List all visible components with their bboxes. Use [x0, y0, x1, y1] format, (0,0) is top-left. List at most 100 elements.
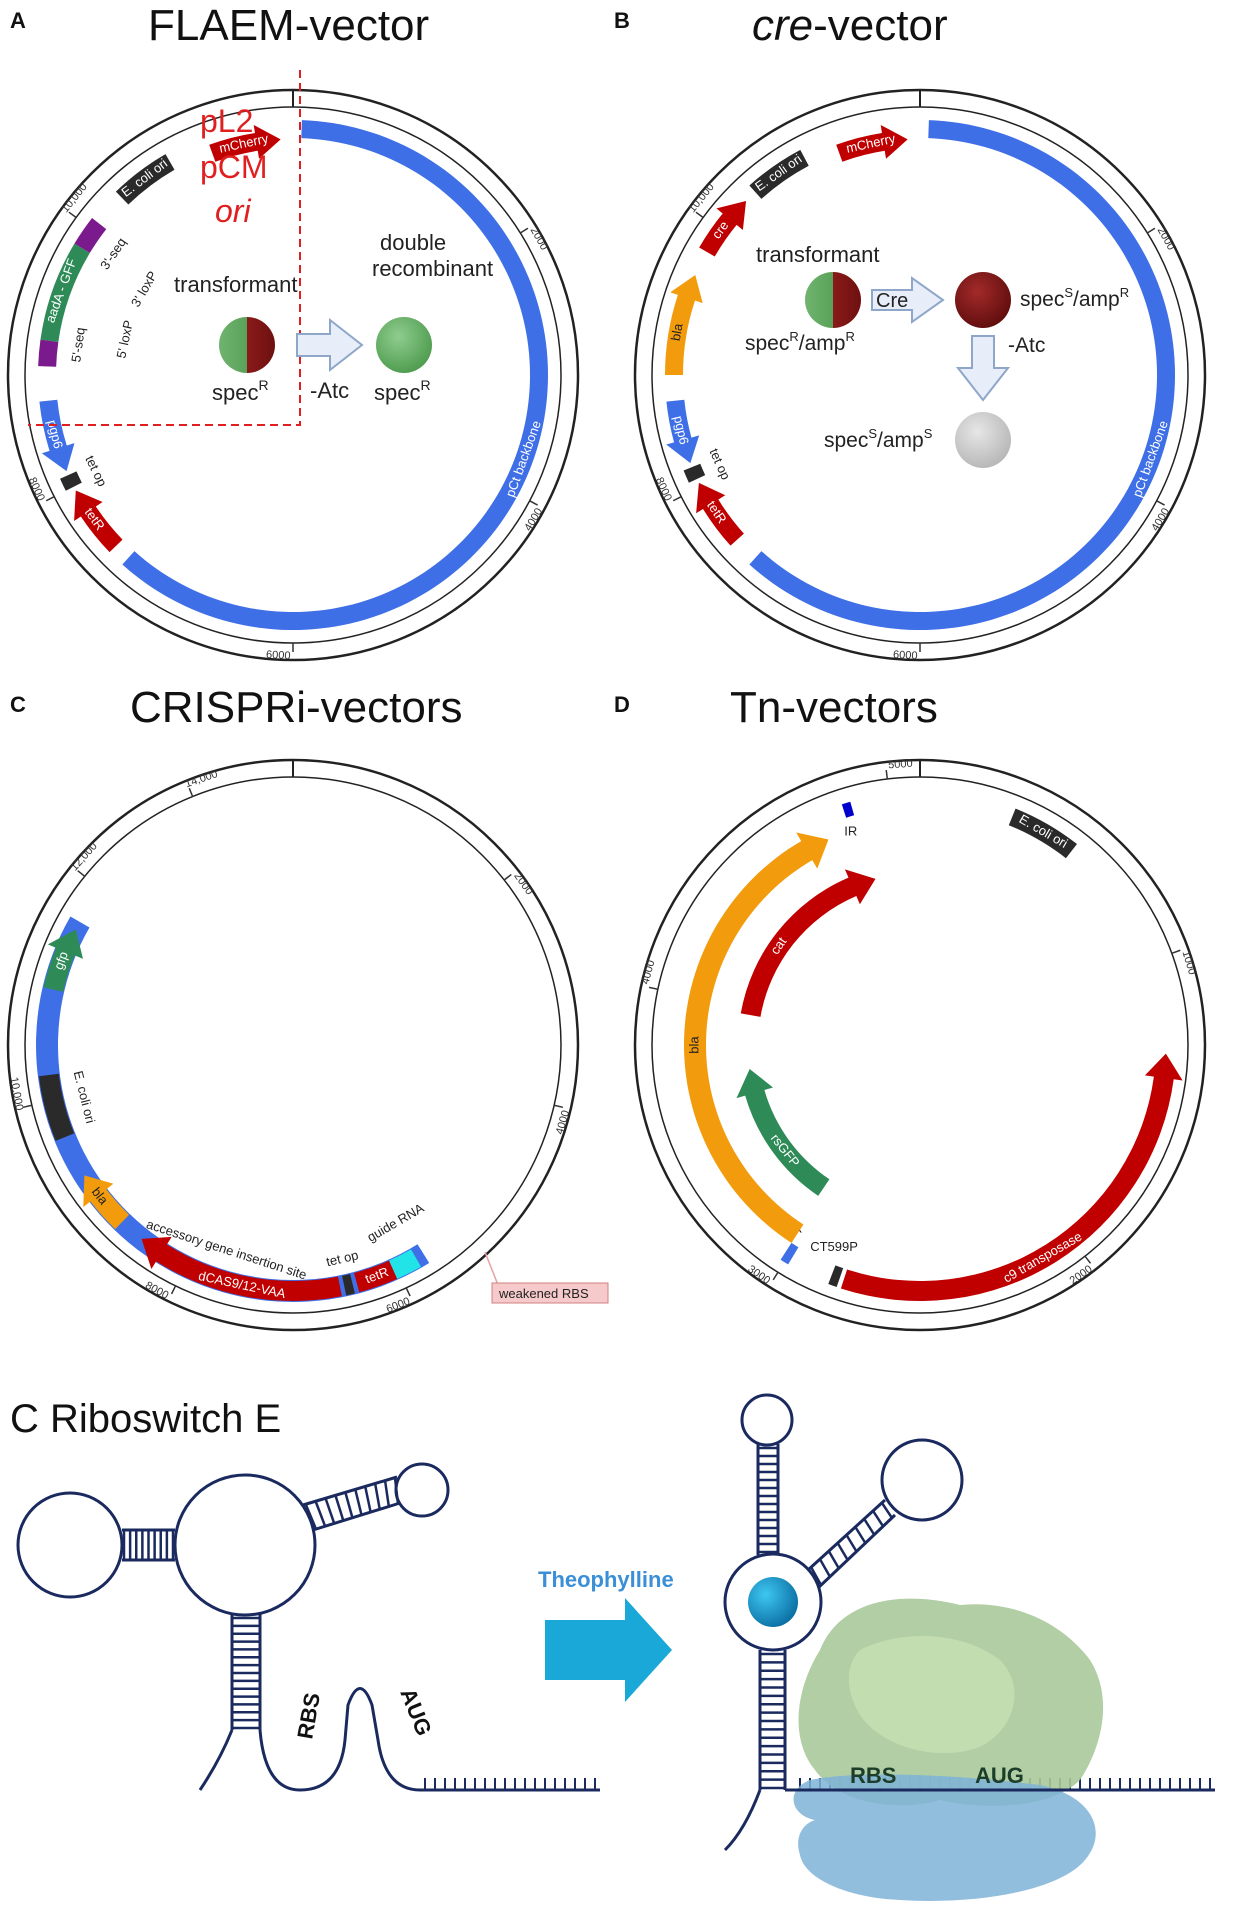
ribosome: [793, 1598, 1104, 1901]
b-tick-6000: 6000: [893, 649, 918, 662]
tetr-arc: [74, 490, 123, 553]
panel-c-letter: C: [10, 692, 26, 717]
right-loop: [880, 1438, 964, 1522]
d-tick-1000: 1000: [1179, 949, 1198, 976]
left-tail: [198, 1729, 234, 1791]
ecoli-ori-label: E. coli ori: [118, 156, 170, 200]
ribosome-highlight: [848, 1636, 1015, 1754]
ori-label-ori: ori: [215, 193, 251, 229]
tet-op-label: tet op: [707, 446, 734, 482]
pct-backbone-arc: [749, 120, 1176, 631]
bla-label: bla: [686, 1036, 701, 1054]
c-tick-12,000: 12,000: [68, 840, 99, 873]
left-loop: [16, 1491, 124, 1599]
pgp6-label: pgp6: [671, 414, 692, 446]
plasmid-inner-ring: [651, 776, 1189, 1314]
spec-left-label: specR: [212, 377, 269, 405]
right-stem-rung: [344, 1492, 354, 1519]
right-stem-upper: [302, 1475, 398, 1507]
recombinant-label: recombinant: [372, 256, 493, 281]
transformant-label: transformant: [756, 242, 880, 267]
tet-op-block: [683, 463, 706, 483]
c-tick-mark: [405, 1287, 411, 1297]
ori-label-pcm: pCM: [200, 149, 268, 185]
rbs-left-label: RBS: [292, 1691, 325, 1741]
a-tick-mark: [529, 500, 538, 506]
aptamer-loop: [723, 1552, 823, 1652]
d-tick-mark: [885, 769, 889, 780]
a-tick-8000: 8000: [26, 476, 47, 503]
mcherry-arc: [209, 124, 281, 162]
ribosome-small-subunit: [793, 1774, 1096, 1901]
panel-c-title: CRISPRi-vectors: [130, 683, 463, 732]
b-tick-2000: 2000: [1155, 225, 1177, 252]
b-tick-mark: [695, 211, 704, 219]
spec-right-label: specR: [374, 377, 431, 405]
transformant-label: transformant: [174, 272, 298, 297]
pct-backbone-label: pCt backbone: [378, 804, 455, 857]
right-stem-rung: [314, 1501, 327, 1527]
c-tick-2000: 2000: [511, 870, 535, 897]
aug-right-label: AUG: [975, 1763, 1024, 1788]
ori-region-dashed-box: [28, 70, 301, 426]
b-tick-mark: [1156, 500, 1165, 506]
aug-left-label: AUG: [395, 1685, 436, 1740]
b-tick-mark: [1146, 227, 1156, 234]
right-stem-rung: [324, 1498, 336, 1524]
d-tick-mark: [772, 1271, 779, 1281]
rbs-hairpin-strand: [258, 1687, 600, 1792]
gfp-label: gfp: [51, 949, 71, 971]
right-stem-rung: [393, 1477, 400, 1505]
right-stem-rung: [854, 1526, 867, 1544]
right-stem-rung: [880, 1502, 894, 1519]
panel-a-letter: A: [10, 8, 26, 33]
riboswitch-title: C Riboswitch E: [10, 1397, 281, 1441]
top-loop: [740, 1393, 794, 1447]
right-stem-b: [816, 1513, 897, 1590]
c-tick-8000: 8000: [143, 1280, 170, 1302]
pct-backbone-arc: [122, 120, 548, 631]
ir-top-label: IR: [844, 823, 857, 838]
seq5-block: [38, 339, 59, 367]
ecoli-ori-arc: [749, 149, 809, 199]
c-tick-mark: [503, 873, 512, 881]
panel-a-title: FLAEM-vector: [148, 1, 429, 50]
genotype-left: specR/ampR: [745, 329, 855, 355]
plasmid-outer-ring: [633, 758, 1207, 1332]
cre-arrow-label: Cre: [876, 290, 908, 312]
right-stem-a: [806, 1498, 887, 1572]
a-tick-6000: 6000: [266, 649, 291, 662]
plasmid-outer-ring: [6, 88, 580, 662]
cre-arrow: [871, 276, 945, 324]
loxp5-label: 5' loxP: [113, 319, 136, 360]
ecoli-ori-label: E. coli ori: [71, 1069, 99, 1125]
guide-rna-block: [388, 1249, 421, 1279]
right-stem-rung: [334, 1495, 345, 1522]
b-tick-4000: 4000: [1149, 506, 1172, 533]
bla-arc: [83, 1175, 130, 1230]
d-tick-mark: [1171, 949, 1181, 955]
bla-label: bla: [668, 322, 686, 342]
ir-bottom-block: [780, 1242, 799, 1265]
c-tick-14,000: 14,000: [184, 768, 220, 790]
c-tick-mark: [553, 1104, 564, 1109]
double-recombinant-cell: [376, 317, 432, 373]
a-tick-2000: 2000: [528, 225, 550, 252]
bla-arc: [683, 832, 829, 1243]
ecoli-ori-arc: [38, 1073, 75, 1141]
d-tick-4000: 4000: [640, 959, 658, 986]
plasmid-outer-ring: [633, 88, 1207, 662]
pgp6-arc: [666, 399, 700, 464]
double-label: double: [380, 230, 446, 255]
genotype-bottom: specS/ampS: [824, 426, 933, 452]
b-tick-10,000: 10,000: [686, 181, 717, 215]
right-stem-rung: [383, 1480, 391, 1507]
spec-s-amp-r-cell: [955, 272, 1011, 328]
pgp6-arc: [39, 399, 75, 472]
d-tick-5000: 5000: [888, 758, 913, 772]
